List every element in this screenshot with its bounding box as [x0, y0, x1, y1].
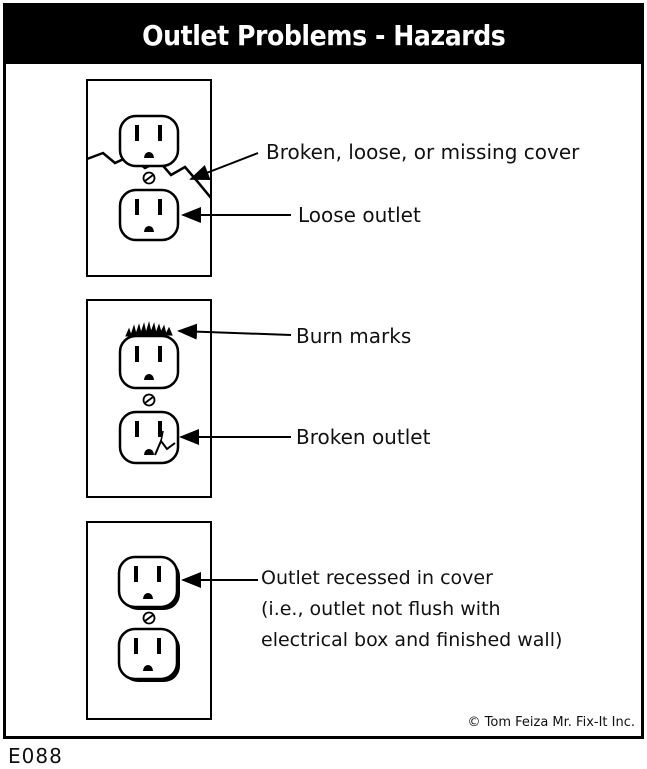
- title-bar: Outlet Problems - Hazards: [6, 6, 641, 64]
- label-broken-outlet: Broken outlet: [296, 425, 431, 449]
- receptacle-lower-2-broken: [118, 410, 180, 465]
- figure-code: E088: [8, 744, 63, 768]
- label-broken-cover: Broken, loose, or missing cover: [266, 140, 580, 164]
- receptacle-lower-1: [118, 188, 180, 242]
- receptacle-lower-3-recessed: [117, 627, 180, 682]
- label-recessed-group: Outlet recessed in cover (i.e., outlet n…: [261, 563, 562, 656]
- mounting-screw-icon: [142, 393, 156, 407]
- arrow-cover: [189, 152, 259, 180]
- burn-marks: [125, 321, 173, 337]
- label-burn-marks: Burn marks: [296, 324, 412, 348]
- outlet-diagram: [86, 79, 292, 720]
- label-loose-outlet: Loose outlet: [298, 203, 421, 227]
- page-title: Outlet Problems - Hazards: [141, 18, 506, 52]
- mounting-screw-icon: [142, 611, 156, 625]
- label-recessed-line-2: (i.e., outlet not flush with: [261, 598, 501, 620]
- receptacle-upper-2: [118, 334, 180, 390]
- receptacle-upper-3-recessed: [117, 555, 180, 610]
- receptacle-upper-1: [118, 114, 180, 168]
- mounting-screw-icon: [142, 171, 156, 185]
- copyright-credit: © Tom Feiza Mr. Fix-It Inc.: [467, 715, 636, 730]
- arrow-burn: [177, 323, 292, 340]
- illustration-frame: Outlet Problems - Hazards: [3, 3, 644, 739]
- label-recessed-line-3: electrical box and finished wall): [261, 629, 563, 651]
- label-recessed-line-1: Outlet recessed in cover: [261, 567, 493, 589]
